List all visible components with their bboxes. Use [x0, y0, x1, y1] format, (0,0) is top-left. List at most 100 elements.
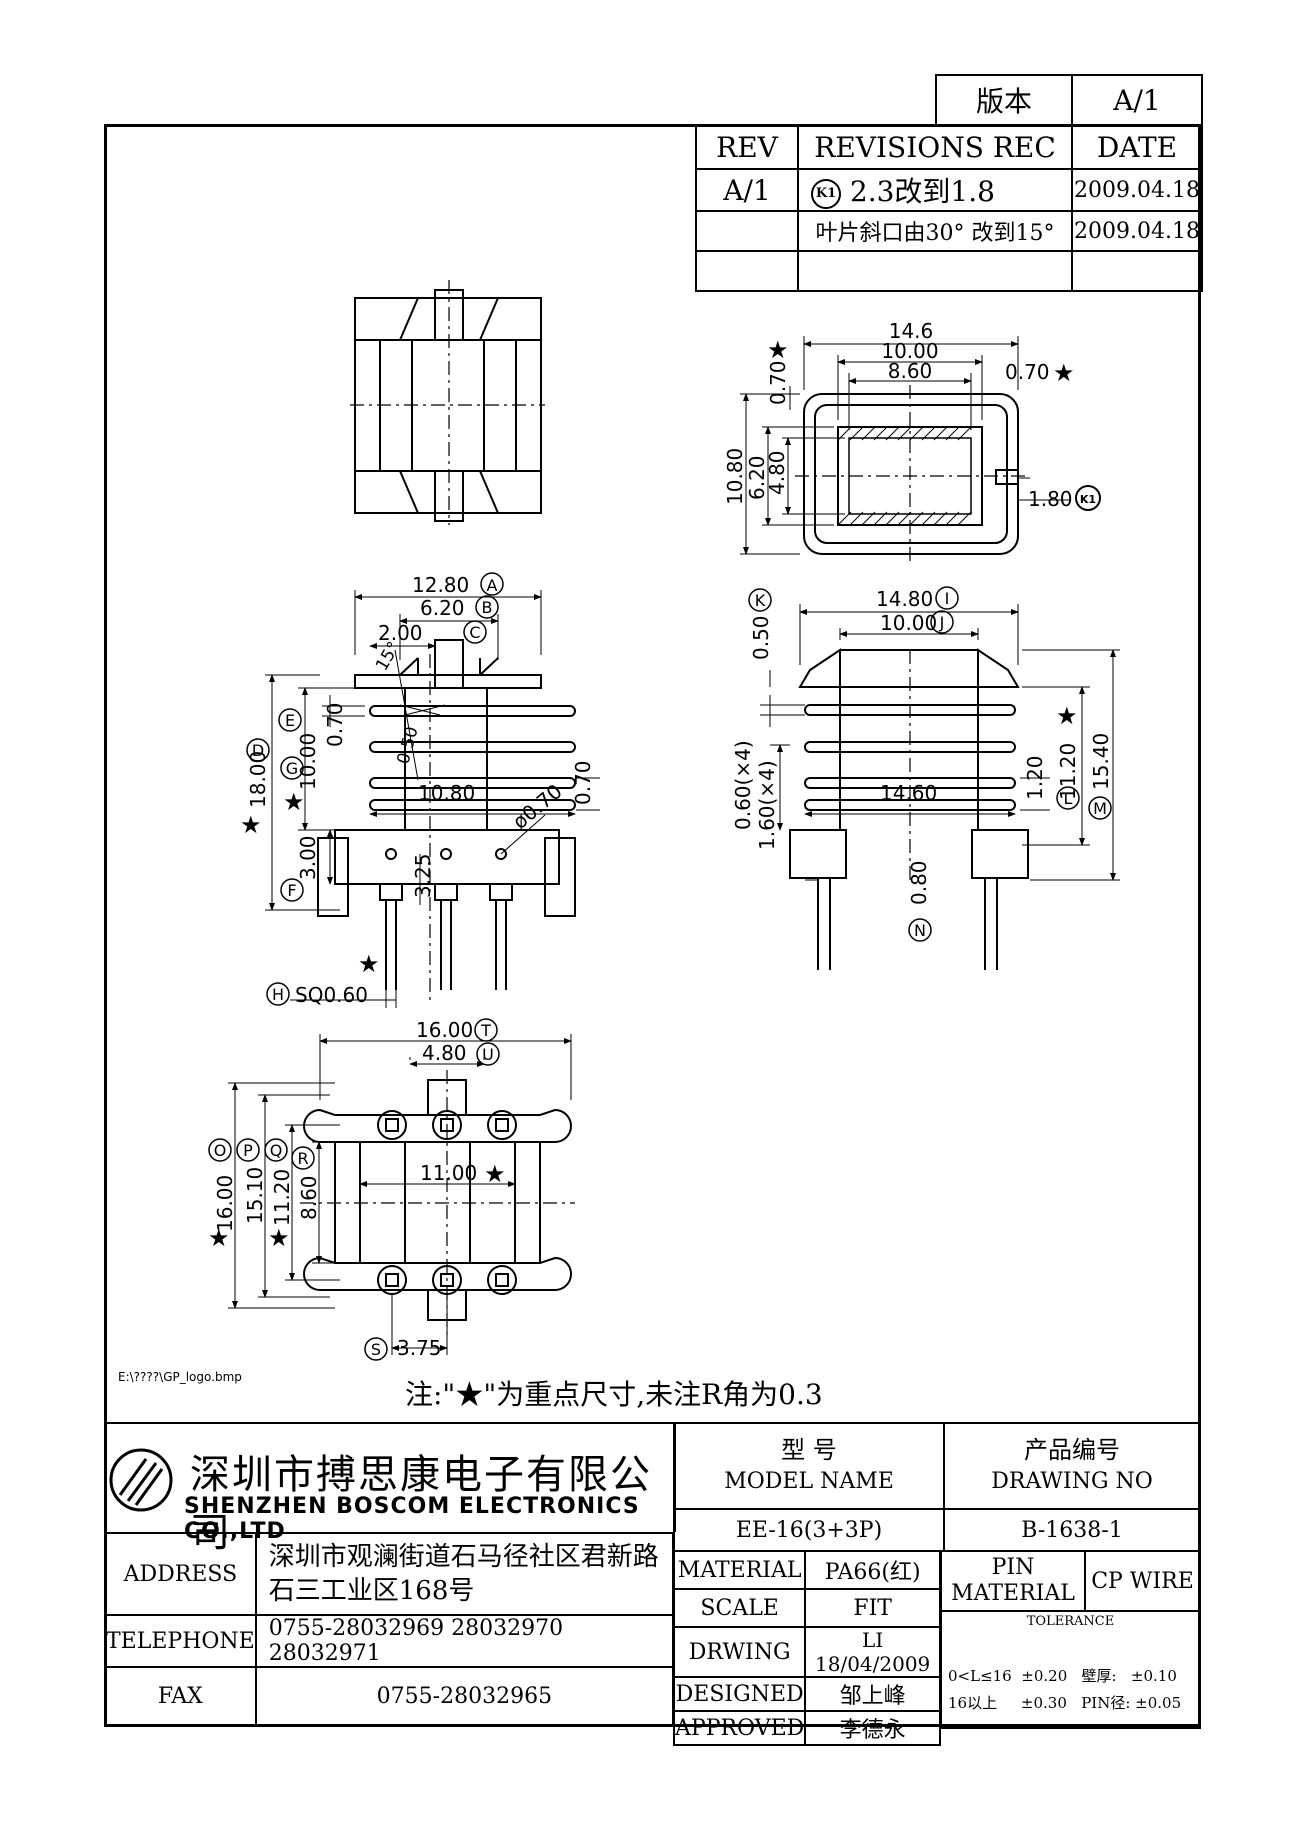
- label-O: O: [214, 1141, 227, 1160]
- drwing-value: LI 18/04/2009: [804, 1626, 941, 1678]
- label-R-icon: [291, 1146, 315, 1170]
- label-L-icon: [1056, 786, 1080, 810]
- star-icon: ★: [283, 788, 305, 816]
- scale-label: SCALE: [672, 1588, 807, 1628]
- label-B-icon: [475, 595, 499, 619]
- label-C-icon: [463, 620, 487, 644]
- dim-0-80: 0.80: [907, 860, 931, 905]
- dim-16-00: 16.00: [416, 1018, 473, 1042]
- star-icon: ★: [1056, 702, 1078, 730]
- rev-header: REV: [695, 124, 799, 170]
- version-label: 版本: [935, 74, 1073, 126]
- label-Q-icon: [264, 1138, 288, 1162]
- dim-6-20: 6.20: [420, 596, 465, 620]
- scale-value: FIT: [804, 1588, 941, 1628]
- rec-cell: 叶片斜口由30° 改到15°: [797, 210, 1073, 252]
- star-icon: ★: [358, 950, 380, 978]
- dim-1-20: 1.20: [1023, 755, 1047, 800]
- dim-15-40: 15.40: [1089, 733, 1113, 790]
- label-S-icon: [364, 1337, 388, 1361]
- pin-table: PIN MATERIAL CP WIRE TOLERANCE 0<L≤16 ±0…: [940, 1550, 1201, 1729]
- dim-10-80: 10.80: [418, 781, 475, 805]
- drawing-label-cn: 产品编号: [1024, 1436, 1120, 1464]
- drawing-note: 注:"★"为重点尺寸,未注R角为0.3: [405, 1378, 823, 1411]
- label-K-icon: [748, 588, 772, 612]
- rev-cell: [695, 210, 799, 252]
- dim-4-80: 4.80: [765, 450, 789, 495]
- label-J: J: [939, 613, 945, 632]
- label-L: L: [1064, 789, 1073, 808]
- dim-12-80: 12.80: [412, 573, 469, 597]
- dim-10-00: 10.00: [881, 339, 938, 363]
- dim-14-6: 14.6: [889, 319, 934, 343]
- label-T-icon: [474, 1018, 498, 1042]
- pin-label-1: PIN: [991, 1555, 1035, 1580]
- dim-10-00: 10.00: [296, 733, 320, 790]
- label-D-icon: [246, 738, 270, 762]
- bottom-view-drawing: [228, 1034, 575, 1355]
- logo-path: E:\????\GP_logo.bmp: [118, 1370, 242, 1384]
- dim-3-75: 3.75: [397, 1336, 442, 1360]
- dim-0-70: 0.70: [571, 760, 595, 805]
- dim-1-60-x4: 1.60(×4): [755, 760, 779, 850]
- date-cell: 2009.04.18: [1071, 210, 1203, 252]
- contact-table: ADDRESS 深圳市观澜街道石马径社区君新路 石三工业区168号 TELEPH…: [104, 1532, 675, 1726]
- rec-header: REVISIONS REC: [797, 124, 1073, 170]
- approved-label: APPROVED: [672, 1710, 807, 1746]
- k1-mark-label: K1: [1080, 493, 1096, 506]
- revisions-table: REV REVISIONS REC DATE A/1 K1 2.3改到1.8 2…: [695, 124, 1203, 292]
- fax-value: 0755-28032965: [254, 1666, 675, 1726]
- material-label: MATERIAL: [672, 1550, 807, 1590]
- model-table: 型 号 MODEL NAME 产品编号 DRAWING NO EE-16(3+3…: [673, 1422, 1201, 1552]
- dim-14-60: 14.60: [880, 781, 937, 805]
- title-block: [104, 1422, 1201, 1729]
- dim-3-25: 3.25: [411, 853, 435, 898]
- drawing-value: B-1638-1: [943, 1508, 1201, 1552]
- telephone-value: 0755-28032969 28032970 28032971: [254, 1614, 675, 1668]
- dim-2-00: 2.00: [378, 621, 423, 645]
- rev-cell: [695, 250, 799, 292]
- dim-0-50: 0.50: [394, 725, 423, 767]
- star-icon: ★: [484, 1160, 506, 1188]
- dim-10-00: 10.00: [880, 611, 937, 635]
- technical-drawing: 14.6 10.00 8.60 0.70 ★ 0.70 ★ 10.80 6.20…: [208, 280, 1120, 1361]
- rec-text: 2.3改到1.8: [849, 175, 995, 208]
- dim-0-50: 0.50: [749, 615, 773, 660]
- pin-value: CP WIRE: [1084, 1550, 1201, 1612]
- date-cell: 2009.04.18: [1071, 168, 1203, 212]
- label-E-icon: [278, 708, 302, 732]
- label-P: P: [243, 1141, 253, 1160]
- label-E: E: [285, 711, 295, 730]
- dim-4-80: 4.80: [422, 1041, 467, 1065]
- label-F: F: [287, 881, 296, 900]
- star-icon: ★: [268, 1224, 290, 1252]
- label-G: G: [286, 759, 298, 778]
- label-G-icon: [280, 756, 304, 780]
- model-label-en: MODEL NAME: [724, 1469, 894, 1494]
- side-view-left-drawing: [265, 590, 600, 1008]
- label-A: A: [487, 576, 498, 595]
- revision-mark-icon: K1: [811, 178, 841, 209]
- material-value: PA66(红): [804, 1550, 941, 1590]
- top-view-drawing: [350, 280, 545, 525]
- label-M: M: [1093, 799, 1107, 818]
- company-box: 深圳市搏思康电子有限公司 SHENZHEN BOSCOM ELECTRONICS…: [104, 1422, 676, 1556]
- label-D: D: [252, 741, 264, 760]
- company-name-cn: 深圳市搏思康电子有限公司: [190, 1452, 652, 1556]
- label-A-icon: [480, 572, 504, 596]
- label-R: R: [297, 1149, 308, 1168]
- dim-15-10: 15.10: [243, 1167, 267, 1224]
- label-O-icon: [208, 1138, 232, 1162]
- label-C: C: [469, 623, 480, 642]
- drawing-frame: [104, 124, 1201, 1727]
- pin-label-2: MATERIAL: [951, 1581, 1075, 1606]
- label-N-icon: [908, 918, 932, 942]
- dim-0-60-x4: 0.60(×4): [731, 740, 755, 830]
- address-line-2: 石三工业区168号: [268, 1576, 475, 1606]
- label-H-icon: [266, 982, 290, 1006]
- tolerance-line-1: 0<L≤16 ±0.20 壁厚: ±0.10: [948, 1667, 1177, 1685]
- label-K: K: [755, 591, 766, 610]
- label-I-icon: [935, 586, 959, 610]
- label-U-icon: [476, 1042, 500, 1066]
- rev-cell: A/1: [695, 168, 799, 212]
